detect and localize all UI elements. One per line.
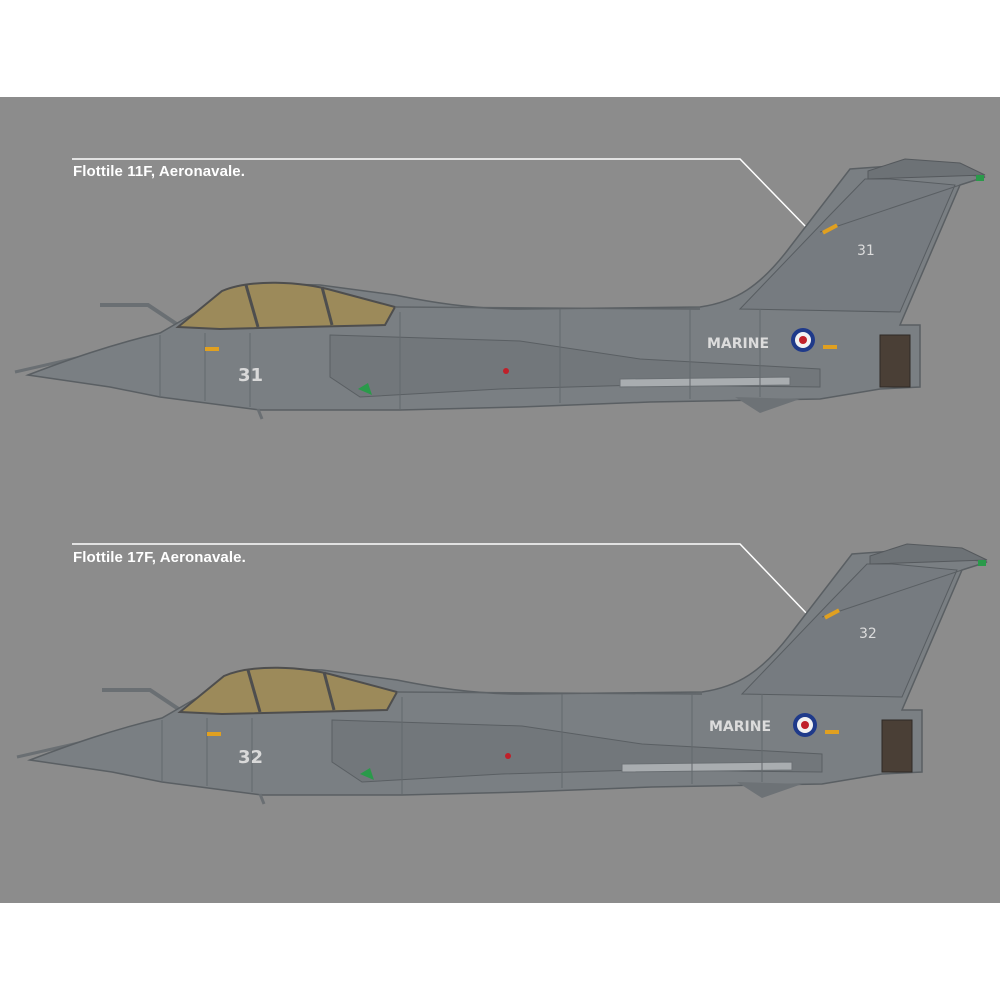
nose-number-1: 31 [238,365,263,386]
profile-caption-2: Flottile 17F, Aeronavale. [73,549,246,566]
aircraft-profile-1: 31 31 MARINE [13,157,987,421]
marine-marking-2: MARINE [709,719,771,735]
aircraft-profiles: 31 31 MARINE 32 32 MARINE [13,157,989,806]
decal-sheet-panel: Flottile 11F, Aeronavale. Flottile 17F, … [0,97,1000,903]
tail-number-2: 32 [859,626,877,642]
nose-number-2: 32 [238,747,263,768]
aircraft-profile-2: 32 32 MARINE [15,542,989,806]
profile-caption-1: Flottile 11F, Aeronavale. [73,163,246,180]
marine-marking-1: MARINE [707,336,769,352]
leader-line-1 [72,158,809,230]
tail-number-1: 31 [857,243,875,259]
leader-line-2 [72,543,809,616]
